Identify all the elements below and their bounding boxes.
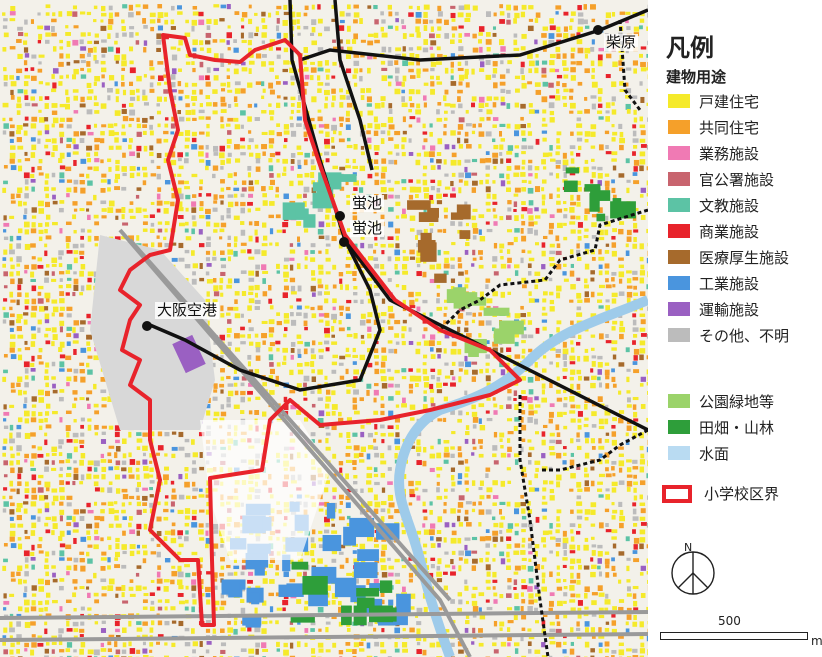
legend-item-building_uses-2: 業務施設 [668, 142, 759, 164]
legend-swatch [668, 276, 690, 290]
legend-subtitle: 建物用途 [666, 68, 727, 86]
legend-label: 工業施設 [699, 274, 760, 293]
legend-title: 凡例 [666, 34, 714, 62]
legend-label-boundary: 小学校区界 [704, 485, 780, 503]
legend-item-building_uses-5: 商業施設 [668, 220, 759, 242]
legend-swatch [668, 394, 690, 408]
place-label-shibahara: 柴原 [604, 33, 639, 51]
legend-item-boundary: 小学校区界 [662, 483, 779, 504]
station-marker-hotarugaike-1 [335, 211, 345, 221]
legend-item-land_uses-0: 公園緑地等 [668, 390, 774, 412]
open-land [200, 420, 330, 560]
north-arrow-icon [671, 551, 715, 595]
legend-swatch [668, 420, 690, 434]
legend-label: 医療厚生施設 [699, 248, 790, 267]
map-canvas [0, 0, 648, 657]
legend-item-building_uses-1: 共同住宅 [668, 116, 759, 138]
river [394, 295, 648, 657]
legend-swatch [668, 446, 690, 460]
legend-label: 公園緑地等 [699, 392, 775, 411]
legend-label: その他、不明 [699, 326, 790, 345]
legend-label: 共同住宅 [699, 118, 760, 137]
legend-label: 田畑・山林 [699, 418, 775, 437]
scale-bar [660, 632, 808, 640]
legend-label: 文教施設 [699, 196, 760, 215]
legend-label: 業務施設 [699, 144, 760, 163]
legend-item-building_uses-0: 戸建住宅 [668, 90, 759, 112]
legend-label: 運輸施設 [699, 300, 760, 319]
legend-swatch [668, 198, 690, 212]
legend-label: 官公署施設 [699, 170, 775, 189]
place-label-hotarugaike-1: 蛍池 [350, 194, 385, 212]
legend-label: 水面 [699, 444, 730, 463]
scale-value: 500 [718, 614, 741, 628]
legend-panel: 凡例 建物用途 戸建住宅共同住宅業務施設官公署施設文教施設商業施設医療厚生施設工… [648, 0, 822, 657]
elementary-school-boundary [118, 33, 522, 627]
station-marker-shibahara [593, 25, 603, 35]
legend-item-building_uses-8: 運輸施設 [668, 298, 759, 320]
legend-swatch-boundary [662, 484, 692, 503]
legend-item-building_uses-9: その他、不明 [668, 324, 789, 346]
legend-swatch [668, 302, 690, 316]
station-marker-hotarugaike-2 [339, 237, 349, 247]
legend-label: 戸建住宅 [699, 92, 760, 111]
roads [0, 228, 648, 657]
legend-item-building_uses-3: 官公署施設 [668, 168, 774, 190]
legend-swatch [668, 250, 690, 264]
legend-item-land_uses-1: 田畑・山林 [668, 416, 774, 438]
legend-label: 商業施設 [699, 222, 760, 241]
scale-unit: m [811, 634, 822, 648]
station-marker-osaka-airport [142, 321, 152, 331]
building-blocks [2, 4, 648, 657]
legend-item-building_uses-4: 文教施設 [668, 194, 759, 216]
legend-swatch [668, 146, 690, 160]
legend-item-building_uses-7: 工業施設 [668, 272, 759, 294]
legend-item-land_uses-2: 水面 [668, 442, 729, 464]
legend-swatch [668, 172, 690, 186]
transport-facility [172, 334, 206, 374]
legend-swatch [668, 120, 690, 134]
legend-swatch [668, 224, 690, 238]
legend-swatch [668, 328, 690, 342]
legend-item-building_uses-6: 医療厚生施設 [668, 246, 789, 268]
place-label-hotarugaike-2: 蛍池 [350, 219, 385, 237]
north-label: N [684, 541, 693, 554]
place-label-osaka-airport: 大阪空港 [155, 301, 220, 319]
legend-swatch [668, 94, 690, 108]
